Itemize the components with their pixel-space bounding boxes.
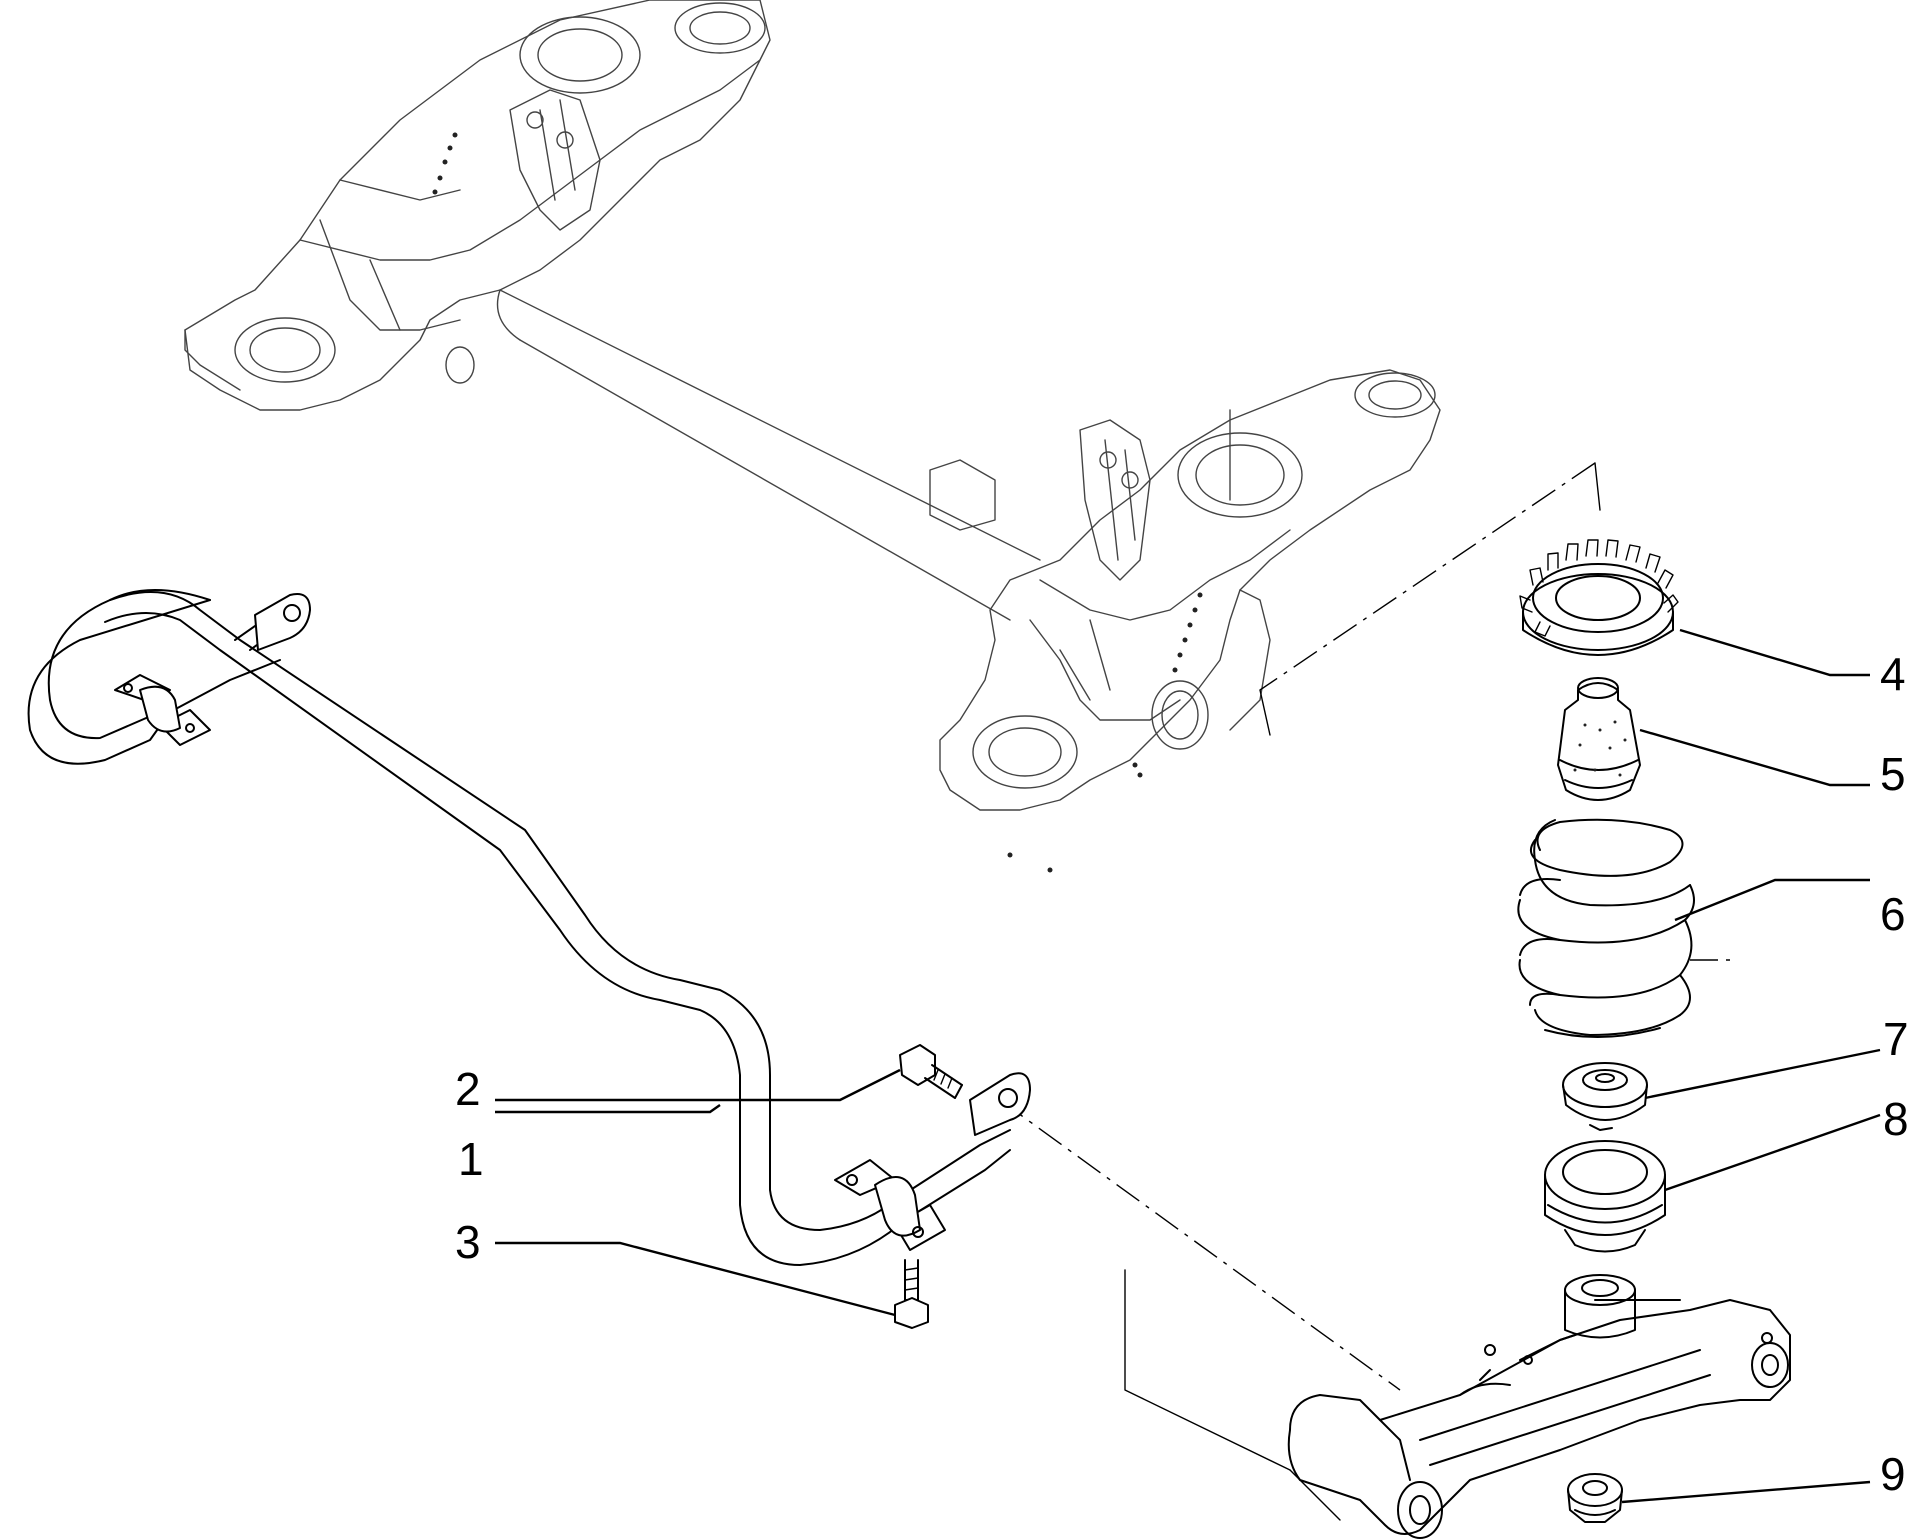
callout-label-1: 1 (458, 1133, 484, 1185)
callout-labels: 2 1 3 4 5 6 7 8 9 (455, 648, 1909, 1500)
right-bar-clamp (834, 1159, 946, 1251)
bolt-2 (899, 1044, 963, 1099)
callout-label-5: 5 (1880, 748, 1906, 800)
callout-label-8: 8 (1883, 1093, 1909, 1145)
leader-7 (1644, 1048, 1881, 1100)
callout-leaders (495, 628, 1881, 1504)
bolt-3 (894, 1259, 929, 1329)
leader-5 (1639, 728, 1870, 787)
callout-label-4: 4 (1880, 648, 1906, 700)
callout-label-2: 2 (455, 1063, 481, 1115)
callout-label-6: 6 (1880, 888, 1906, 940)
callout-label-3: 3 (455, 1216, 481, 1268)
coil-spring-6 (1517, 818, 1695, 1039)
leader-1 (495, 1104, 721, 1114)
stabilizer-bar (27, 589, 1031, 1266)
leader-6 (1674, 878, 1870, 922)
leader-9 (1621, 1480, 1871, 1504)
leader-3 (495, 1241, 896, 1317)
bump-stop-5 (1557, 677, 1641, 801)
callout-label-9: 9 (1880, 1448, 1906, 1500)
rear-axle-crossmember (184, 0, 1441, 873)
leader-4 (1679, 628, 1870, 677)
left-bar-clamp (114, 674, 211, 746)
upper-spring-seat-4 (1519, 539, 1679, 656)
leader-2 (495, 1068, 901, 1102)
callout-label-7: 7 (1883, 1013, 1909, 1065)
leader-8 (1664, 1113, 1881, 1192)
assembly-dashed-lines (999, 462, 1730, 1521)
trailing-arm (1287, 1274, 1791, 1539)
nut-9 (1567, 1473, 1623, 1523)
insulator-7 (1562, 1062, 1648, 1131)
lower-seat-8 (1544, 1140, 1666, 1253)
